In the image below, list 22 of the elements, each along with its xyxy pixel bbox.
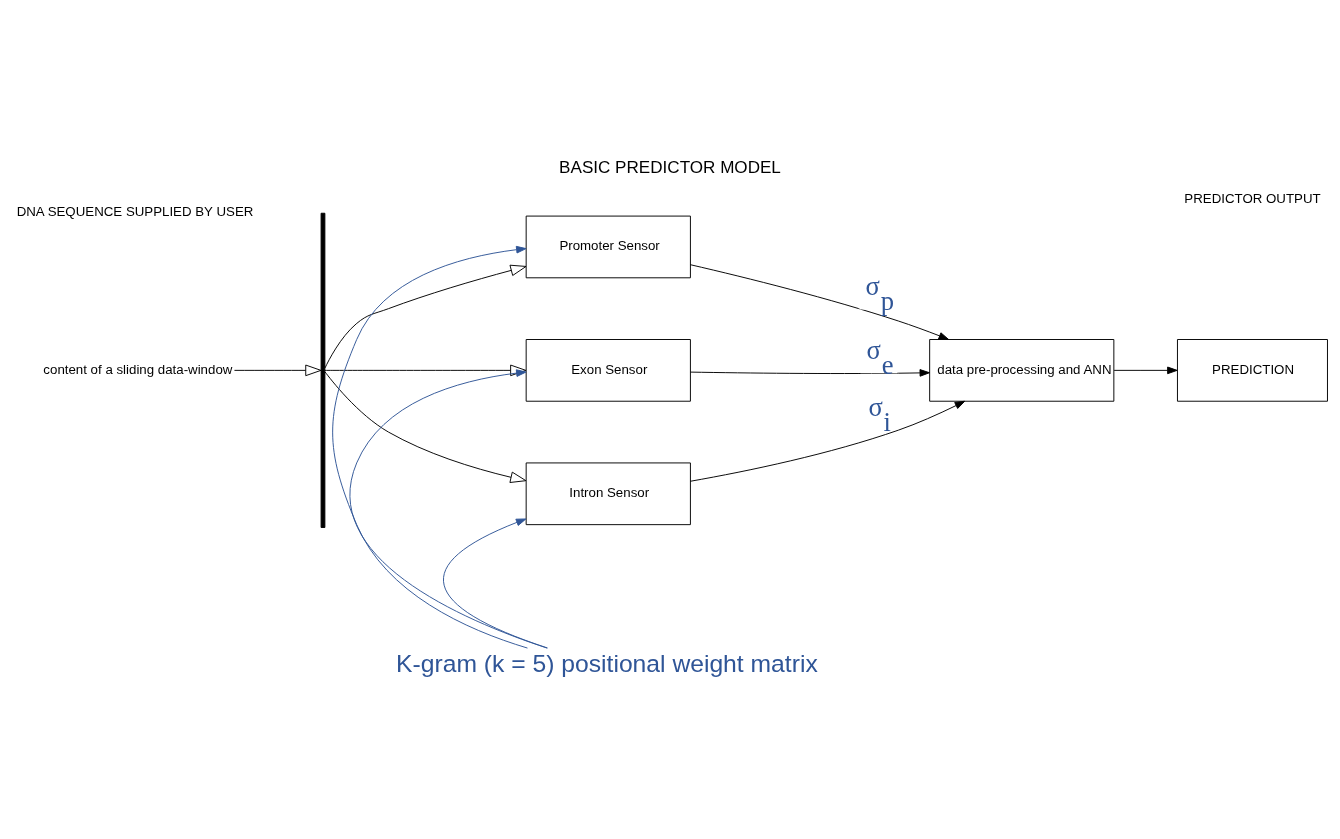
arrow [690,369,930,377]
arrow [324,264,527,369]
arrow [233,364,322,377]
node-box: Exon Sensor [525,339,691,402]
node-box: PREDICTION [1177,339,1328,402]
arrow [324,364,527,377]
node-text: K-gram (k = 5) positional weight matrix [396,649,818,677]
node-text: content of a sliding data-window [43,361,233,377]
arrow [689,400,966,482]
arrow [332,245,528,649]
arrow [1113,366,1178,375]
arrow [443,518,549,649]
label: PREDICTOR OUTPUT [1184,190,1321,206]
node-box: Promoter Sensor [525,215,691,279]
arrow [324,371,527,483]
diagram-title: BASIC PREDICTOR MODEL [559,158,781,178]
arrow [349,369,548,649]
node-box: Intron Sensor [525,462,691,526]
node-box: data pre-processing and ANN [929,339,1115,402]
label: DNA SEQUENCE SUPPLIED BY USER [16,204,254,220]
node-bar [320,212,326,528]
arrow [689,264,949,340]
